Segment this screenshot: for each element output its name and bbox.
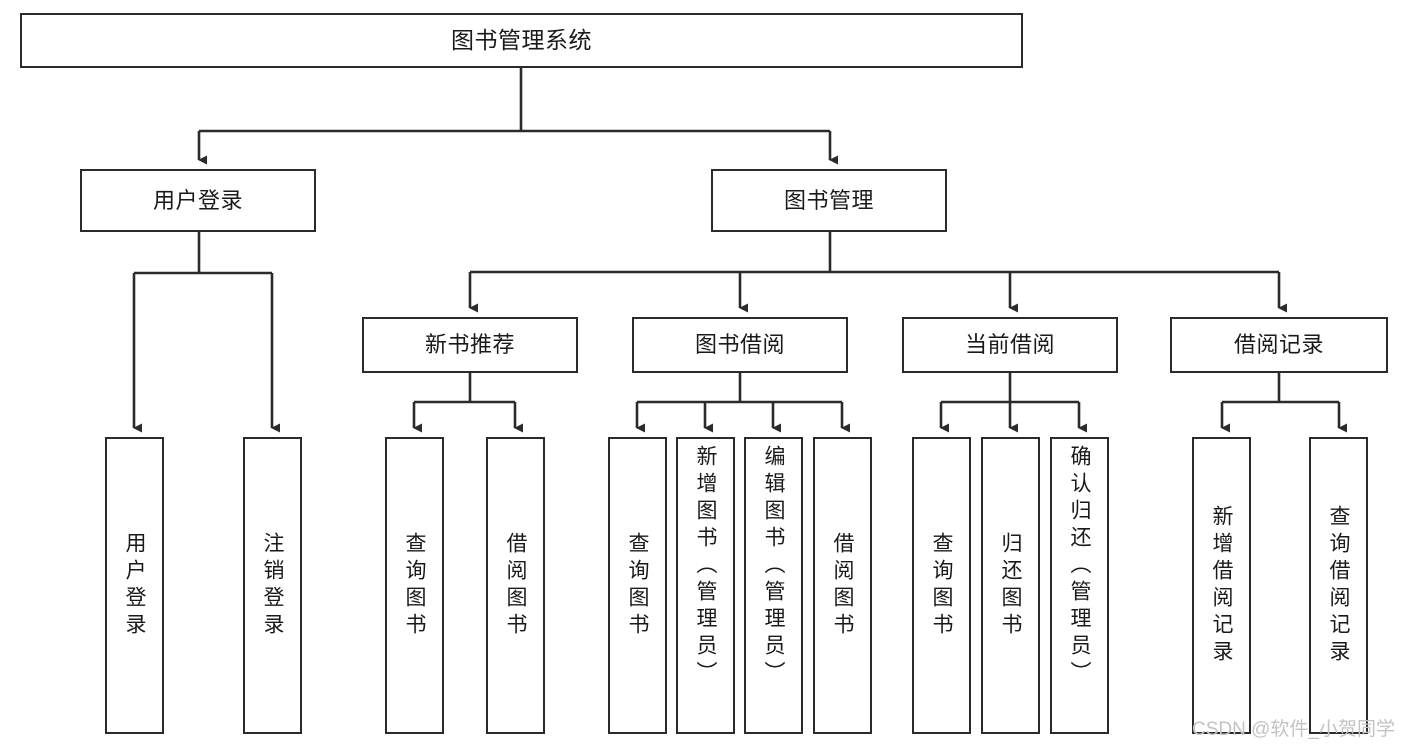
node-label: 新增图书（管理员）	[694, 445, 717, 688]
node-label: 当前借阅	[964, 332, 1055, 358]
leaf-query-book-borrow[interactable]: 查询图书	[608, 437, 667, 734]
leaf-query-borrow-record[interactable]: 查询借阅记录	[1309, 437, 1368, 734]
node-label: 借阅图书	[831, 531, 854, 640]
leaf-user-login[interactable]: 用户登录	[105, 437, 164, 734]
leaf-logout-login[interactable]: 注销登录	[243, 437, 302, 734]
node-borrow-record[interactable]: 借阅记录	[1170, 317, 1388, 373]
leaf-add-borrow-record[interactable]: 新增借阅记录	[1192, 437, 1251, 734]
node-label: 图书管理系统	[451, 26, 592, 53]
leaf-query-book-recommend[interactable]: 查询图书	[385, 437, 444, 734]
node-user-login[interactable]: 用户登录	[80, 169, 316, 232]
leaf-confirm-return-admin[interactable]: 确认归还（管理员）	[1050, 437, 1109, 734]
leaf-return-book[interactable]: 归还图书	[981, 437, 1040, 734]
node-label: 注销登录	[261, 531, 284, 640]
leaf-add-book-admin[interactable]: 新增图书（管理员）	[676, 437, 735, 734]
leaf-borrow-book-recommend[interactable]: 借阅图书	[486, 437, 545, 734]
node-root-book-management-system[interactable]: 图书管理系统	[20, 13, 1023, 68]
node-label: 查询借阅记录	[1327, 504, 1350, 667]
node-label: 用户登录	[152, 187, 243, 213]
node-book-borrow[interactable]: 图书借阅	[632, 317, 848, 373]
node-new-book-recommend[interactable]: 新书推荐	[362, 317, 578, 373]
node-label: 查询图书	[930, 531, 953, 640]
node-label: 借阅图书	[504, 531, 527, 640]
node-label: 确认归还（管理员）	[1068, 445, 1091, 688]
leaf-borrow-book-borrow[interactable]: 借阅图书	[813, 437, 872, 734]
node-label: 查询图书	[403, 531, 426, 640]
csdn-watermark: CSDN @软件_小贺同学	[1192, 719, 1395, 740]
node-current-borrow[interactable]: 当前借阅	[902, 317, 1118, 373]
node-label: 用户登录	[123, 531, 146, 640]
leaf-query-book-current[interactable]: 查询图书	[912, 437, 971, 734]
node-label: 新增借阅记录	[1210, 504, 1233, 667]
node-label: 归还图书	[999, 531, 1022, 640]
node-label: 查询图书	[626, 531, 649, 640]
node-book-management[interactable]: 图书管理	[711, 169, 947, 232]
node-label: 编辑图书（管理员）	[762, 445, 785, 688]
node-label: 图书管理	[783, 187, 874, 213]
node-label: 新书推荐	[424, 332, 515, 358]
node-label: 图书借阅	[694, 332, 785, 358]
leaf-edit-book-admin[interactable]: 编辑图书（管理员）	[744, 437, 803, 734]
node-label: 借阅记录	[1233, 332, 1324, 358]
